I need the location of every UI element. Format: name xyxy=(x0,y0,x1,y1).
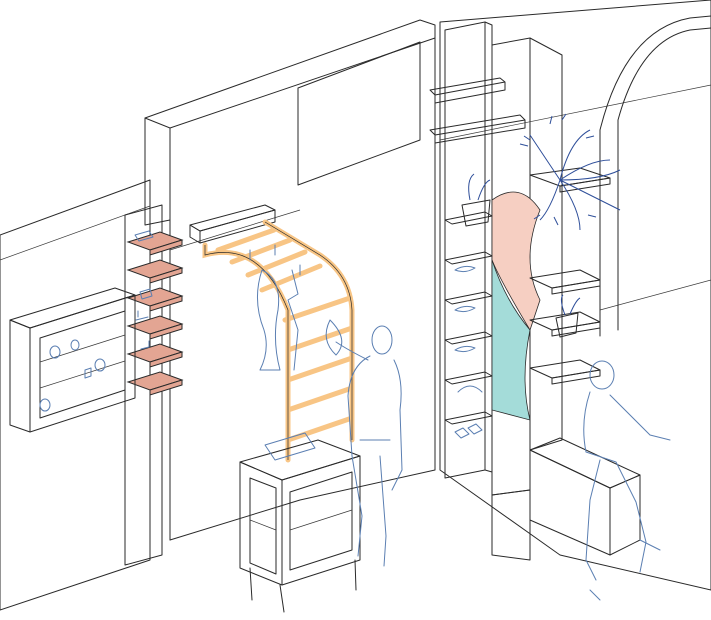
archway xyxy=(617,27,711,331)
hanger-rack-icon xyxy=(189,204,355,463)
hanging-plant-icon xyxy=(519,113,621,231)
teal-wall-panel xyxy=(297,41,421,186)
middle-wall xyxy=(144,19,436,541)
storage-cabinet-icon xyxy=(239,432,361,613)
bench-icon xyxy=(529,437,641,556)
person-standing-icon xyxy=(335,325,403,567)
shelving-unit-icon xyxy=(429,21,611,561)
potted-plant-icon xyxy=(461,173,581,338)
wall-shelf-icon xyxy=(124,204,184,566)
display-cabinet-icon xyxy=(9,287,136,433)
left-wall xyxy=(0,179,151,611)
right-wall xyxy=(439,0,711,591)
person-seated-icon xyxy=(583,360,671,601)
